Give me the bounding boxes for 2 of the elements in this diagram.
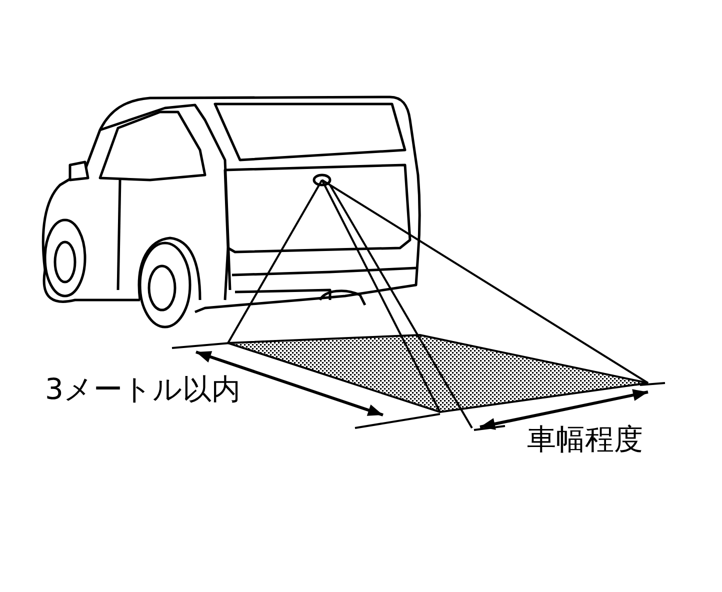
- dimension-label: 車幅程度: [527, 425, 643, 454]
- dimension-label: 3メートル以内: [45, 375, 240, 404]
